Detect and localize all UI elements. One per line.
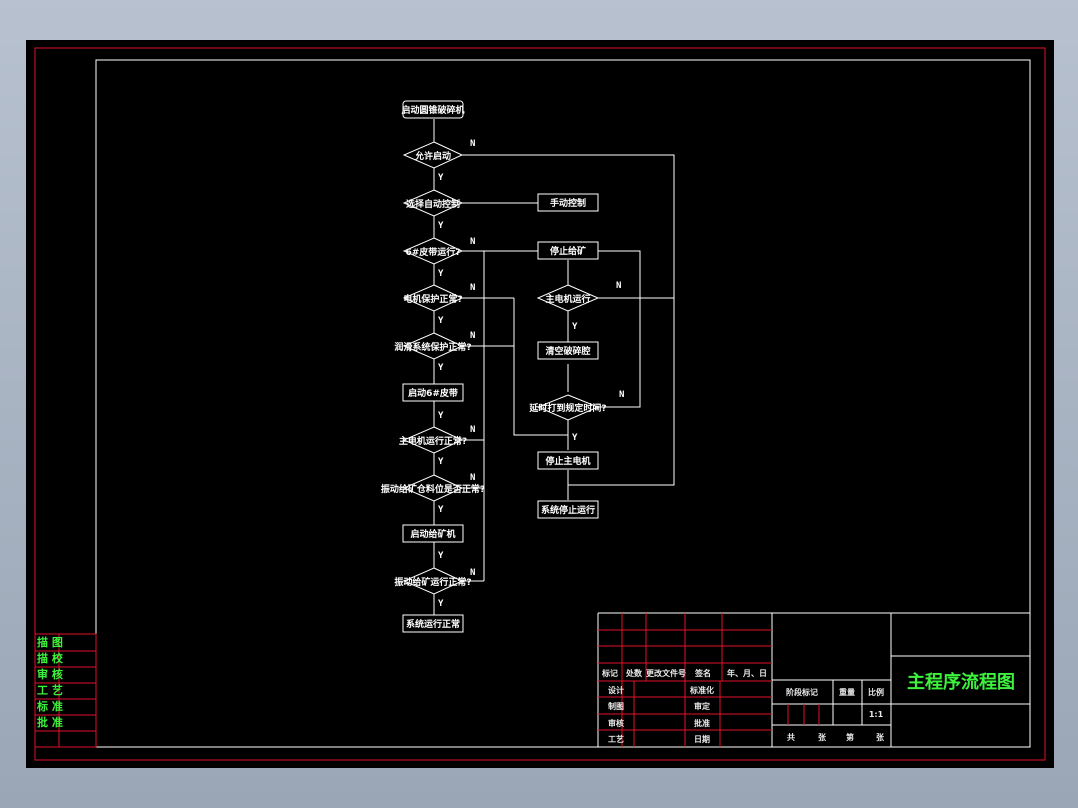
side-row-6: 批 准 <box>37 715 63 729</box>
process-system-stop-label: 系统停止运行 <box>541 504 595 516</box>
yes-label-9: Y <box>438 551 444 561</box>
side-row-4: 工 艺 <box>37 683 63 697</box>
decision-belt6-label: 6#皮带运行? <box>405 246 460 258</box>
tb-scale-value: 1:1 <box>869 710 884 719</box>
no-label-8: N <box>616 281 621 291</box>
tb-check: 审核 <box>608 718 624 728</box>
decision-lube-protect-label: 润滑系统保护正常? <box>394 341 471 353</box>
decision-auto-control-label: 选择自动控制 <box>406 198 460 210</box>
decision-main-motor-ok <box>402 426 464 454</box>
tb-design: 设计 <box>608 685 624 695</box>
end-system-normal-label: 系统运行正常 <box>406 618 460 630</box>
decision-main-motor-ok-label: 主电机运行正常? <box>399 435 467 447</box>
tb-standardize: 标准化 <box>689 685 714 695</box>
process-system-stop <box>537 500 599 519</box>
tb-hdr-doc: 更改文件号 <box>646 668 686 678</box>
no-label-2: N <box>470 237 475 247</box>
decision-motor-protect <box>402 284 464 312</box>
yes-label-6: Y <box>438 411 444 421</box>
no-label-7: N <box>470 568 475 578</box>
title-block <box>597 612 1030 747</box>
tb-draft: 制图 <box>608 701 624 711</box>
tb-hdr-mark: 标记 <box>601 668 618 678</box>
process-stop-main-motor <box>537 451 599 470</box>
yes-label-11: Y <box>572 322 578 332</box>
process-stop-main-motor-label: 停止主电机 <box>545 455 590 467</box>
decision-feed-ok-label: 振动给矿运行正常? <box>394 576 471 588</box>
yes-label-8: Y <box>438 505 444 515</box>
side-block <box>34 633 97 748</box>
process-clear-chamber <box>537 341 599 360</box>
tb-sheets-total-unit: 张 <box>818 733 827 742</box>
outer-frame <box>34 47 1046 761</box>
decision-delay-time <box>536 394 600 421</box>
decision-main-motor-run-label: 主电机运行 <box>545 293 590 305</box>
tb-weight: 重量 <box>839 687 855 697</box>
decision-allow-start-label: 允许启动 <box>414 150 451 162</box>
process-start-feeder-label: 启动给矿机 <box>410 528 455 540</box>
decision-belt6-running <box>402 237 464 265</box>
no-label-9: N <box>619 390 624 400</box>
tb-sheets-total: 共 <box>787 732 795 742</box>
process-clear-chamber-label: 清空破碎腔 <box>545 345 590 357</box>
tb-hdr-date: 年、月、日 <box>727 668 767 678</box>
tb-sheet-no: 第 <box>846 732 854 742</box>
decision-delay-time-label: 延时打到规定时间? <box>528 402 606 414</box>
yes-label-7: Y <box>438 457 444 467</box>
no-label-6: N <box>470 473 475 483</box>
process-stop-feed <box>537 241 599 260</box>
yes-label-1: Y <box>438 173 444 183</box>
decision-auto-control <box>402 189 464 217</box>
no-label-4: N <box>470 331 475 341</box>
tb-craft: 工艺 <box>608 734 624 744</box>
yes-label-12: Y <box>572 433 578 443</box>
process-start-belt6-label: 启动6#皮带 <box>408 387 458 399</box>
tb-sheet-no-unit: 张 <box>876 733 885 742</box>
start-label: 启动圆锥破碎机 <box>401 104 464 116</box>
yes-label-2: Y <box>438 221 444 231</box>
tb-hdr-count: 处数 <box>625 668 643 678</box>
no-label-1: N <box>470 139 475 149</box>
tb-date: 日期 <box>694 734 710 744</box>
tb-stage-mark: 阶段标记 <box>786 687 818 697</box>
drawing-title: 主程序流程图 <box>907 671 1015 693</box>
no-label-5: N <box>470 425 475 435</box>
yes-label-4: Y <box>438 316 444 326</box>
flowchart-drawing: 描 图 描 校 审 核 工 艺 标 准 批 准 启动圆锥破碎机 <box>34 47 1046 761</box>
no-label-3: N <box>470 283 475 293</box>
process-start-feeder <box>402 524 464 543</box>
process-manual-control <box>537 193 599 212</box>
yes-label-10: Y <box>438 599 444 609</box>
inner-frame <box>95 59 1031 748</box>
tb-scale: 比例 <box>868 687 884 697</box>
decision-feed-ok <box>402 567 464 595</box>
process-manual-control-label: 手动控制 <box>550 197 586 209</box>
decision-main-motor-run <box>536 284 600 312</box>
tb-review: 审定 <box>694 701 710 711</box>
decision-feed-level-label: 振动给矿仓料位是否正常? <box>381 483 485 495</box>
process-stop-feed-label: 停止给矿 <box>550 245 586 257</box>
side-row-3: 审 核 <box>37 667 63 681</box>
decision-lube-protect <box>402 332 464 360</box>
end-system-normal <box>402 614 464 633</box>
start-terminal <box>402 100 464 119</box>
yes-label-3: Y <box>438 269 444 279</box>
decision-feed-level <box>402 474 464 502</box>
drawing-sheet: 描 图 描 校 审 核 工 艺 标 准 批 准 启动圆锥破碎机 <box>26 40 1054 768</box>
side-row-1: 描 图 <box>37 635 63 649</box>
tb-approve: 批准 <box>694 718 710 728</box>
tb-hdr-sign: 签名 <box>694 668 711 678</box>
side-row-5: 标 准 <box>36 699 63 713</box>
yes-label-5: Y <box>438 363 444 373</box>
side-row-2: 描 校 <box>37 651 64 665</box>
flow-connectors <box>433 119 675 615</box>
decision-motor-protect-label: 电机保护正常? <box>403 293 462 305</box>
process-start-belt6 <box>402 383 464 402</box>
decision-allow-start <box>402 141 464 169</box>
